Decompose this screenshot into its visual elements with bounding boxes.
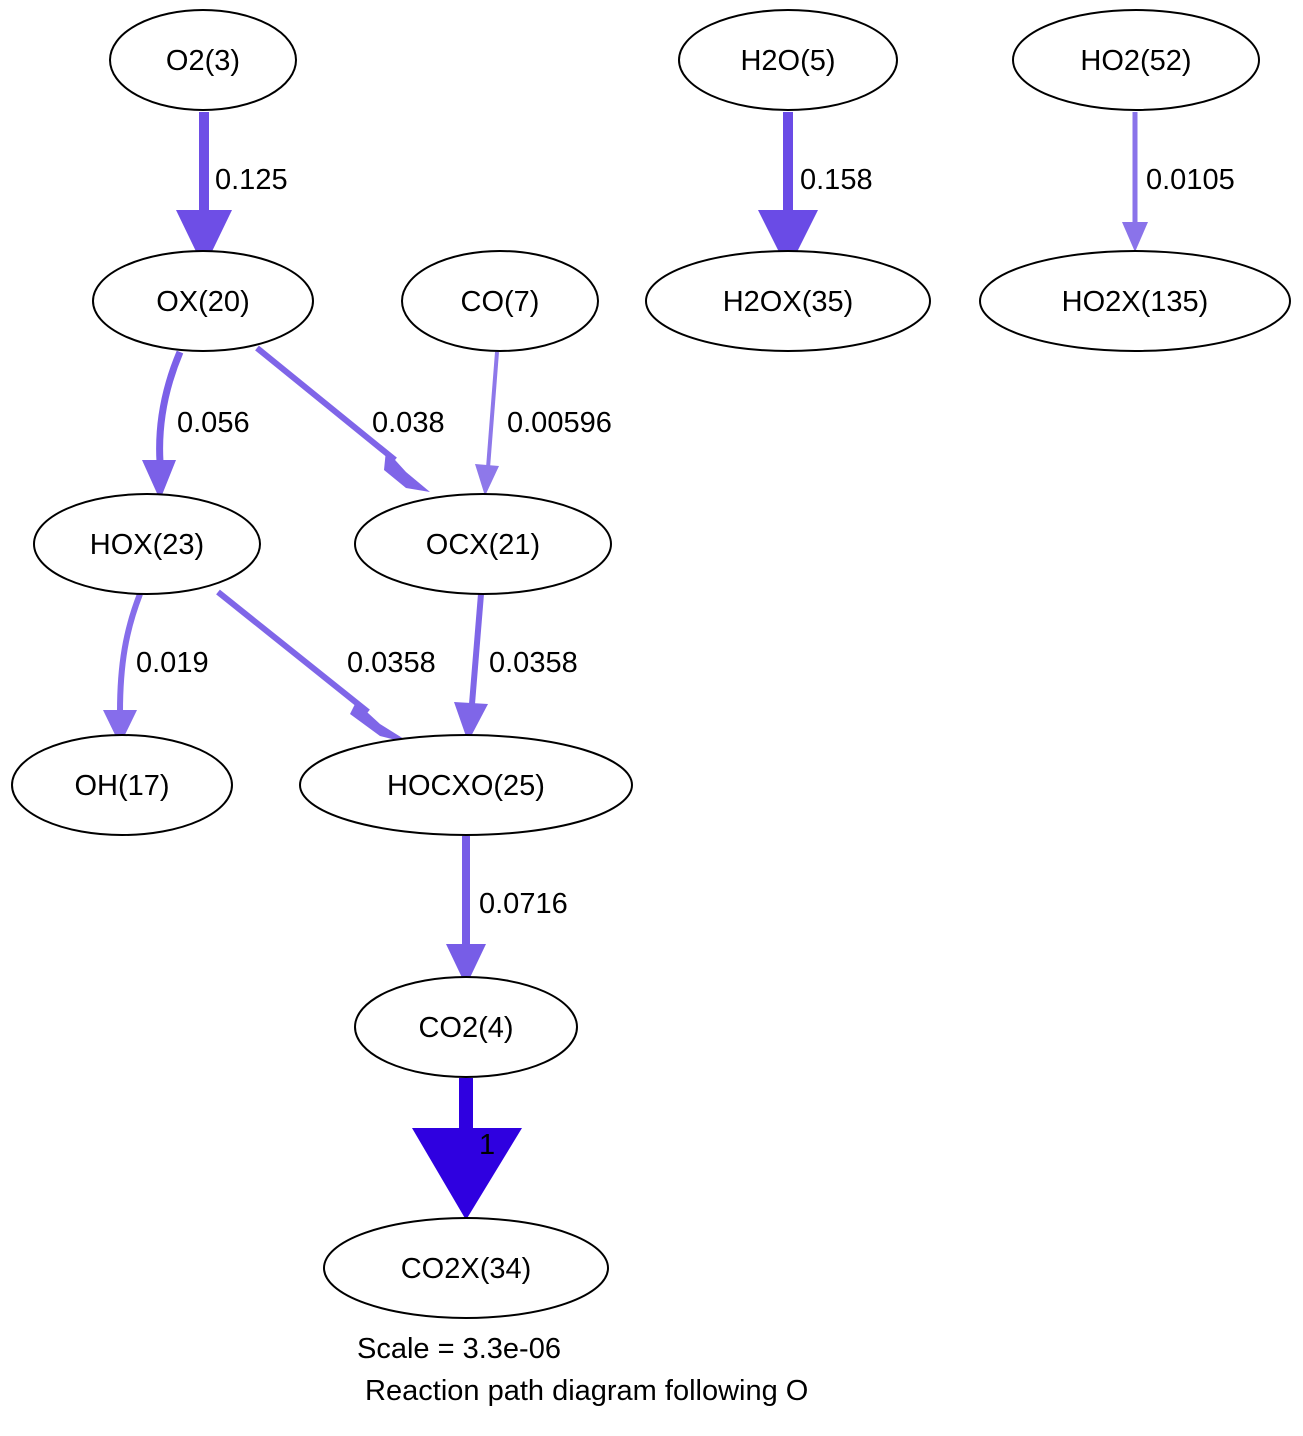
node-label: HO2(52) xyxy=(1080,45,1191,77)
node-hox: HOX(23) xyxy=(33,493,261,595)
node-ellipse xyxy=(109,9,297,111)
edge-arrowhead xyxy=(758,210,818,270)
scale-caption: Scale = 3.3e-06 xyxy=(357,1333,561,1365)
edge-ho2-to-ho2x: 0.0105 xyxy=(1122,112,1235,252)
node-ellipse xyxy=(323,1217,609,1319)
node-ox: OX(20) xyxy=(92,250,314,352)
edge-ox-to-hox: 0.056 xyxy=(142,350,250,500)
edge-label: 0.056 xyxy=(177,407,250,439)
node-label: CO2(4) xyxy=(418,1012,513,1044)
edge-line xyxy=(486,351,499,469)
node-ellipse xyxy=(354,976,578,1078)
edge-arrowhead xyxy=(1122,222,1148,252)
node-ellipse xyxy=(33,493,261,595)
edge-label: 0.0358 xyxy=(347,647,436,679)
edge-line xyxy=(255,345,397,463)
edge-arrowhead xyxy=(176,210,232,268)
node-h2ox: H2OX(35) xyxy=(645,250,931,352)
edge-arrowhead xyxy=(103,710,137,745)
node-ocx: OCX(21) xyxy=(354,493,612,595)
node-ellipse xyxy=(354,493,612,595)
node-label: OH(17) xyxy=(74,770,169,802)
edge-label: 0.0358 xyxy=(489,647,578,679)
edge-arrowhead xyxy=(446,944,486,986)
edge-o2-to-ox: 0.125 xyxy=(176,112,288,268)
node-ellipse xyxy=(1012,9,1260,111)
node-label: HOX(23) xyxy=(90,529,204,561)
node-o2: O2(3) xyxy=(109,9,297,111)
edge-arrowhead xyxy=(384,450,430,492)
node-label: O2(3) xyxy=(166,45,240,77)
node-ellipse xyxy=(401,250,599,352)
edge-label: 0.00596 xyxy=(507,407,612,439)
node-ellipse xyxy=(979,250,1291,352)
node-hocxo: HOCXO(25) xyxy=(299,734,633,836)
edge-hox-to-oh: 0.019 xyxy=(103,592,209,745)
edge-line xyxy=(469,593,484,705)
node-ellipse xyxy=(678,9,898,111)
node-ellipse xyxy=(11,734,233,836)
node-ellipse xyxy=(645,250,931,352)
edge-ox-to-ocx: 0.038 xyxy=(255,345,445,492)
edge-arrowhead xyxy=(412,1128,522,1220)
edge-label: 0.0105 xyxy=(1146,164,1235,196)
edge-co2-to-co2x: 1 xyxy=(412,1078,522,1220)
edge-ocx-to-hocxo: 0.0358 xyxy=(454,593,578,742)
edge-line xyxy=(216,589,370,715)
node-co2: CO2(4) xyxy=(354,976,578,1078)
edge-hox-to-hocxo: 0.0358 xyxy=(216,589,436,744)
edge-label: 0.158 xyxy=(800,164,873,196)
node-h2o: H2O(5) xyxy=(678,9,898,111)
node-label: HOCXO(25) xyxy=(387,770,545,802)
node-ellipse xyxy=(299,734,633,836)
edge-line xyxy=(117,592,143,713)
edge-label: 1 xyxy=(479,1129,495,1161)
node-label: H2O(5) xyxy=(740,45,835,77)
edge-label: 0.125 xyxy=(215,164,288,196)
node-label: H2OX(35) xyxy=(723,286,854,318)
edge-arrowhead xyxy=(142,460,176,500)
node-label: OCX(21) xyxy=(426,529,540,561)
node-ho2x: HO2X(135) xyxy=(979,250,1291,352)
edge-label: 0.0716 xyxy=(479,888,568,920)
edge-arrowhead xyxy=(454,702,488,742)
edge-arrowhead xyxy=(475,464,499,496)
node-label: HO2X(135) xyxy=(1062,286,1209,318)
node-co: CO(7) xyxy=(401,250,599,352)
edge-h2o-to-h2ox: 0.158 xyxy=(758,112,873,270)
node-label: OX(20) xyxy=(156,286,249,318)
edge-label: 0.038 xyxy=(372,407,445,439)
edge-arrowhead xyxy=(350,702,412,744)
node-label: CO2X(34) xyxy=(401,1253,532,1285)
edge-co-to-ocx: 0.00596 xyxy=(475,351,612,496)
edge-label: 0.019 xyxy=(136,647,209,679)
edge-line xyxy=(156,350,184,463)
edge-hocxo-to-co2: 0.0716 xyxy=(446,836,568,986)
diagram-title: Reaction path diagram following O xyxy=(357,1375,808,1407)
node-oh: OH(17) xyxy=(11,734,233,836)
node-ellipse xyxy=(92,250,314,352)
node-co2x: CO2X(34) xyxy=(323,1217,609,1319)
node-label: CO(7) xyxy=(461,286,540,318)
node-ho2: HO2(52) xyxy=(1012,9,1260,111)
